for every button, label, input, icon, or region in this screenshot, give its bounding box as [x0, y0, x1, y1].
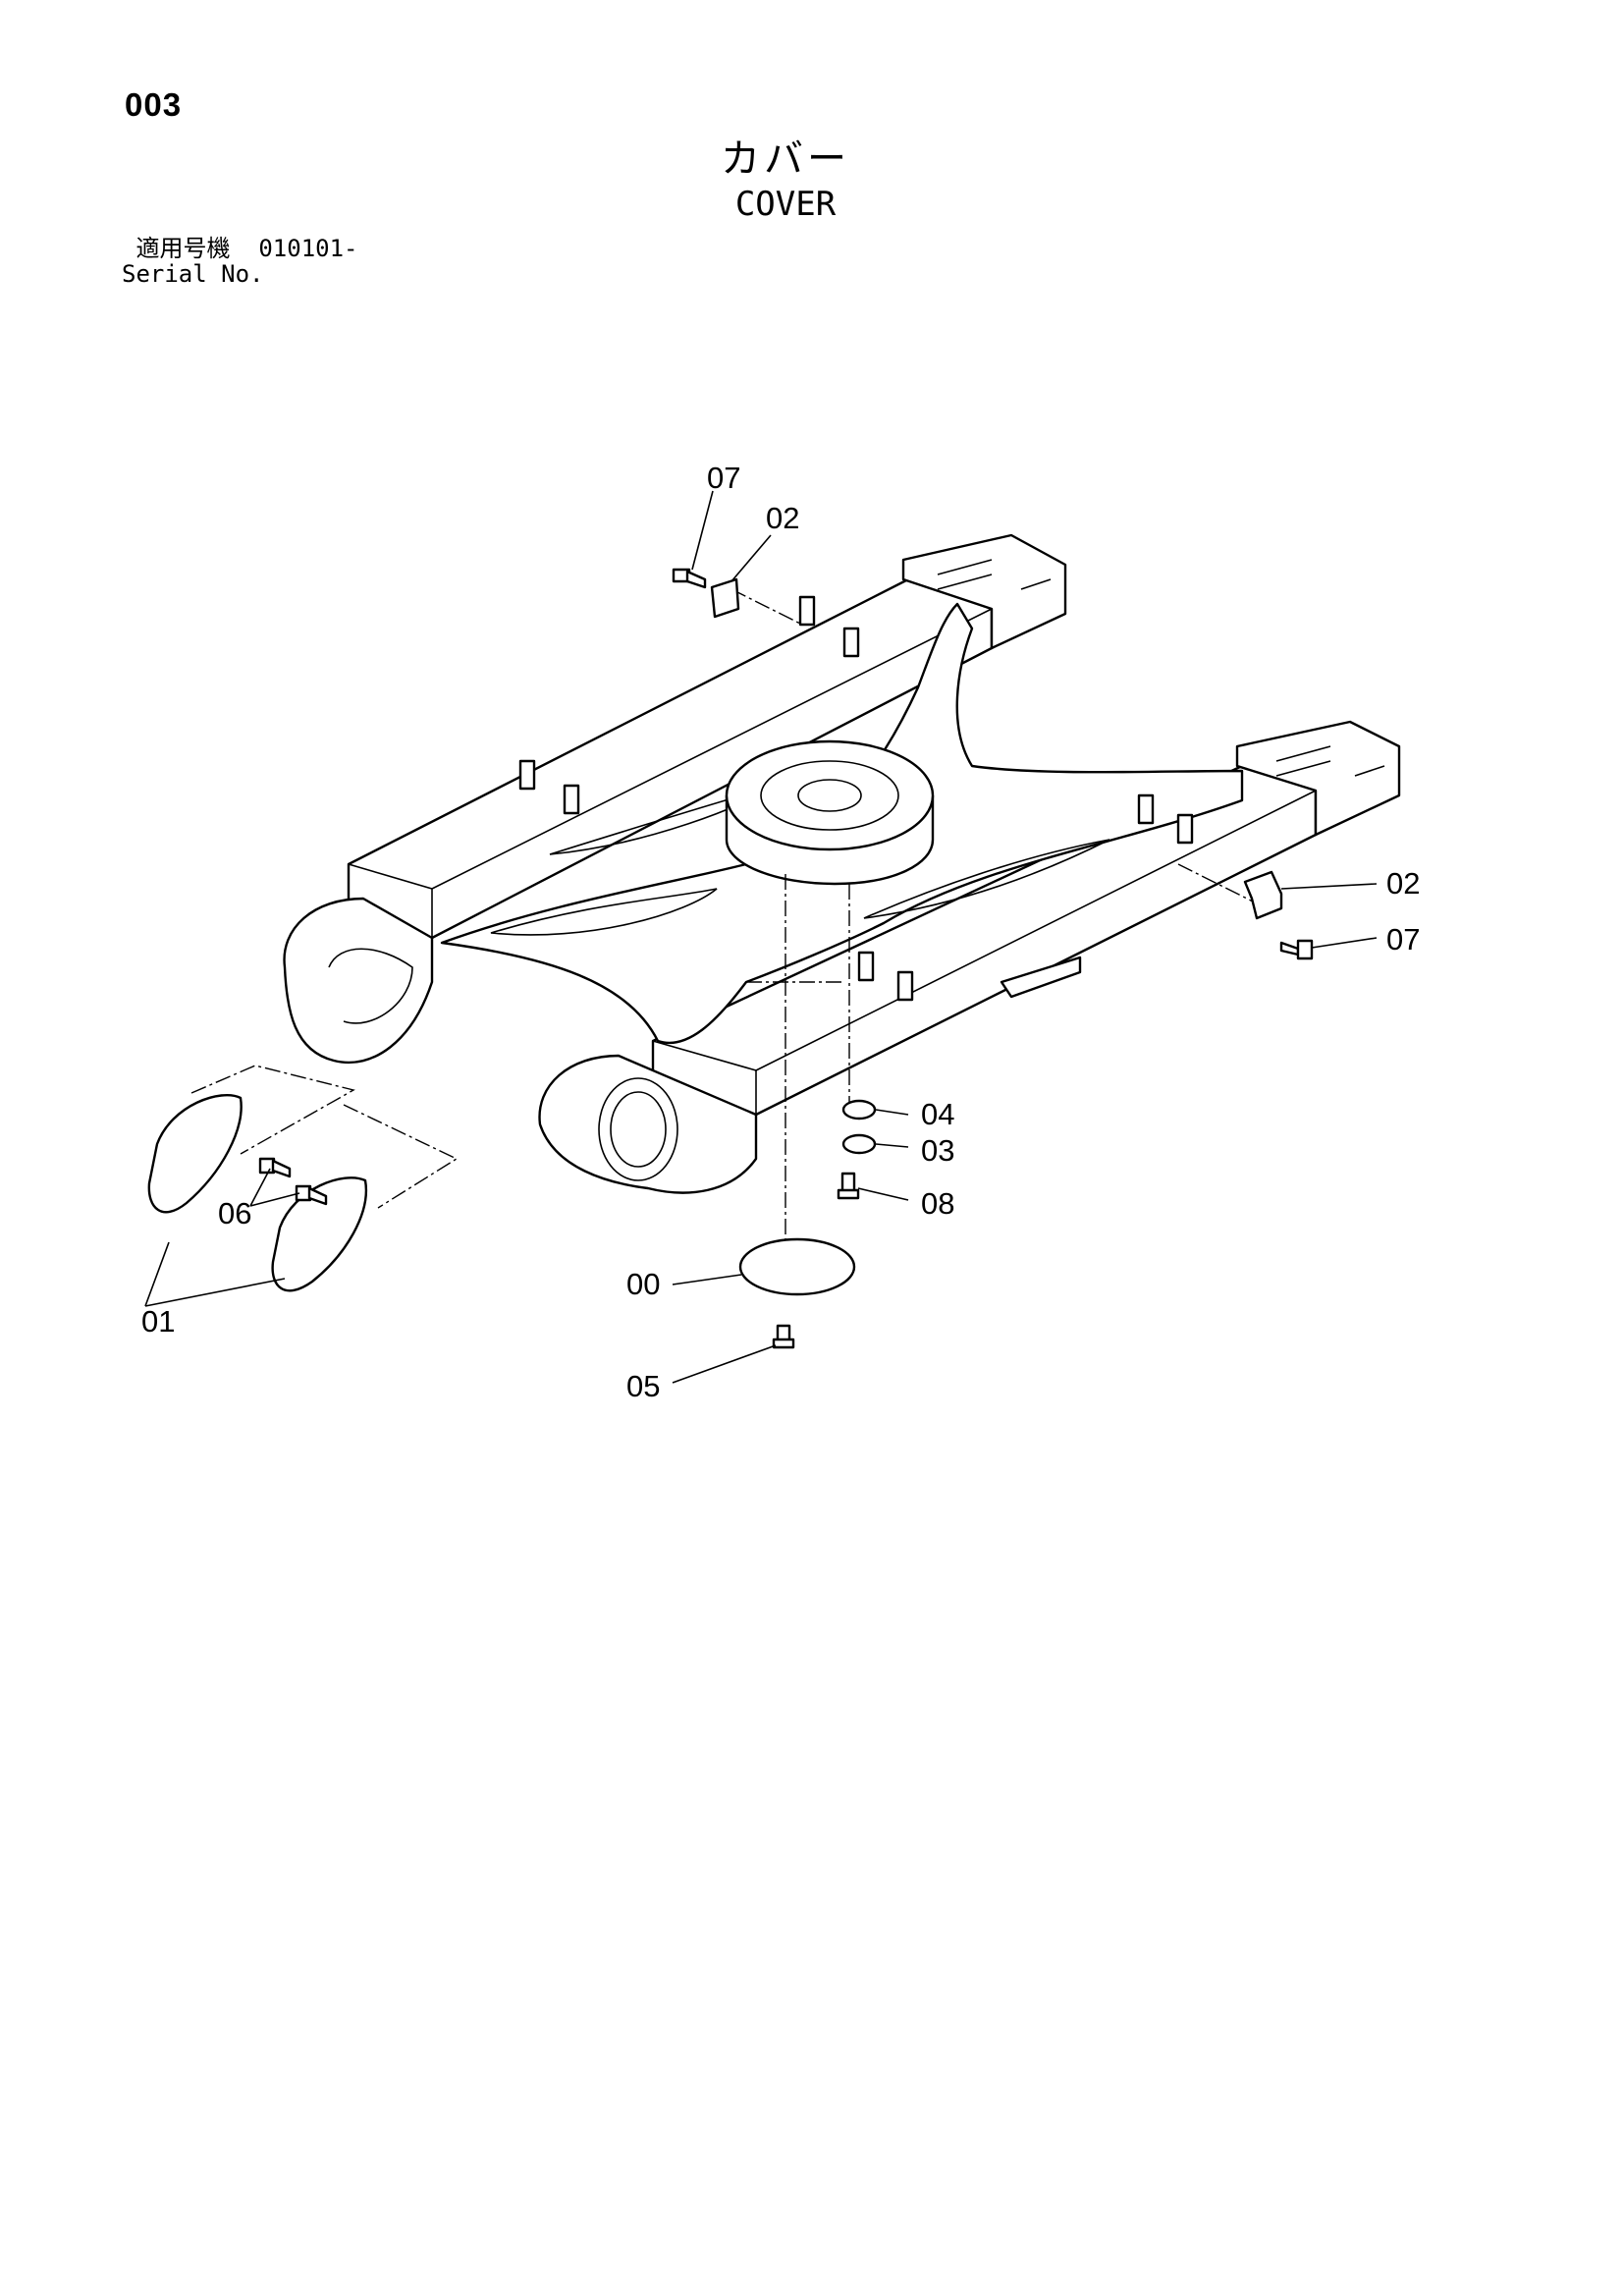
- callout-07-right: 07: [1386, 922, 1420, 957]
- swing-bearing-ring: [725, 739, 935, 886]
- serial-number-value: 010101-: [258, 235, 358, 262]
- part-idler-cover-01-right: [271, 1176, 368, 1292]
- callout-03: 03: [921, 1133, 954, 1168]
- callout-05: 05: [626, 1369, 660, 1403]
- serial-info: 適用号機 010101- Serial No.: [122, 236, 358, 287]
- callout-07-top: 07: [707, 461, 740, 495]
- page-number: 003: [125, 86, 183, 123]
- part-bolt-06-b: [295, 1184, 328, 1206]
- callout-02-top: 02: [766, 501, 799, 535]
- part-gasket-03: [841, 1133, 877, 1155]
- part-bolt-07-top: [672, 568, 707, 589]
- page-title: COVER: [734, 185, 837, 224]
- callout-06: 06: [218, 1196, 251, 1230]
- page-title-japanese: カバー: [721, 137, 850, 181]
- part-cover-plate-02-right: [1243, 870, 1283, 920]
- callout-00: 00: [626, 1267, 660, 1301]
- callout-leader-lines: [144, 490, 1378, 1384]
- right-idler-end: [538, 1054, 758, 1194]
- part-cover-plate-02-top: [710, 577, 740, 619]
- callout-08: 08: [921, 1186, 954, 1221]
- part-bolt-06-a: [258, 1157, 292, 1178]
- serial-label: Serial No.: [122, 260, 264, 288]
- right-frame-end-cap: [1235, 720, 1401, 837]
- callout-01: 01: [141, 1304, 175, 1339]
- part-bolt-07-right: [1279, 939, 1314, 960]
- part-plate-04: [841, 1099, 877, 1121]
- part-under-cover-00: [738, 1237, 856, 1296]
- track-frame-drawing: [283, 533, 1401, 1277]
- callout-02-right: 02: [1386, 866, 1420, 901]
- part-bolt-08: [837, 1172, 860, 1200]
- left-frame-end-cap: [901, 533, 1067, 650]
- part-bolt-05: [772, 1324, 795, 1349]
- callout-04: 04: [921, 1097, 954, 1131]
- part-idler-cover-01-left: [147, 1094, 243, 1214]
- serial-label-japanese: 適用号機: [135, 235, 231, 262]
- left-idler-end: [283, 897, 434, 1065]
- title-block: カバー COVER: [687, 136, 884, 226]
